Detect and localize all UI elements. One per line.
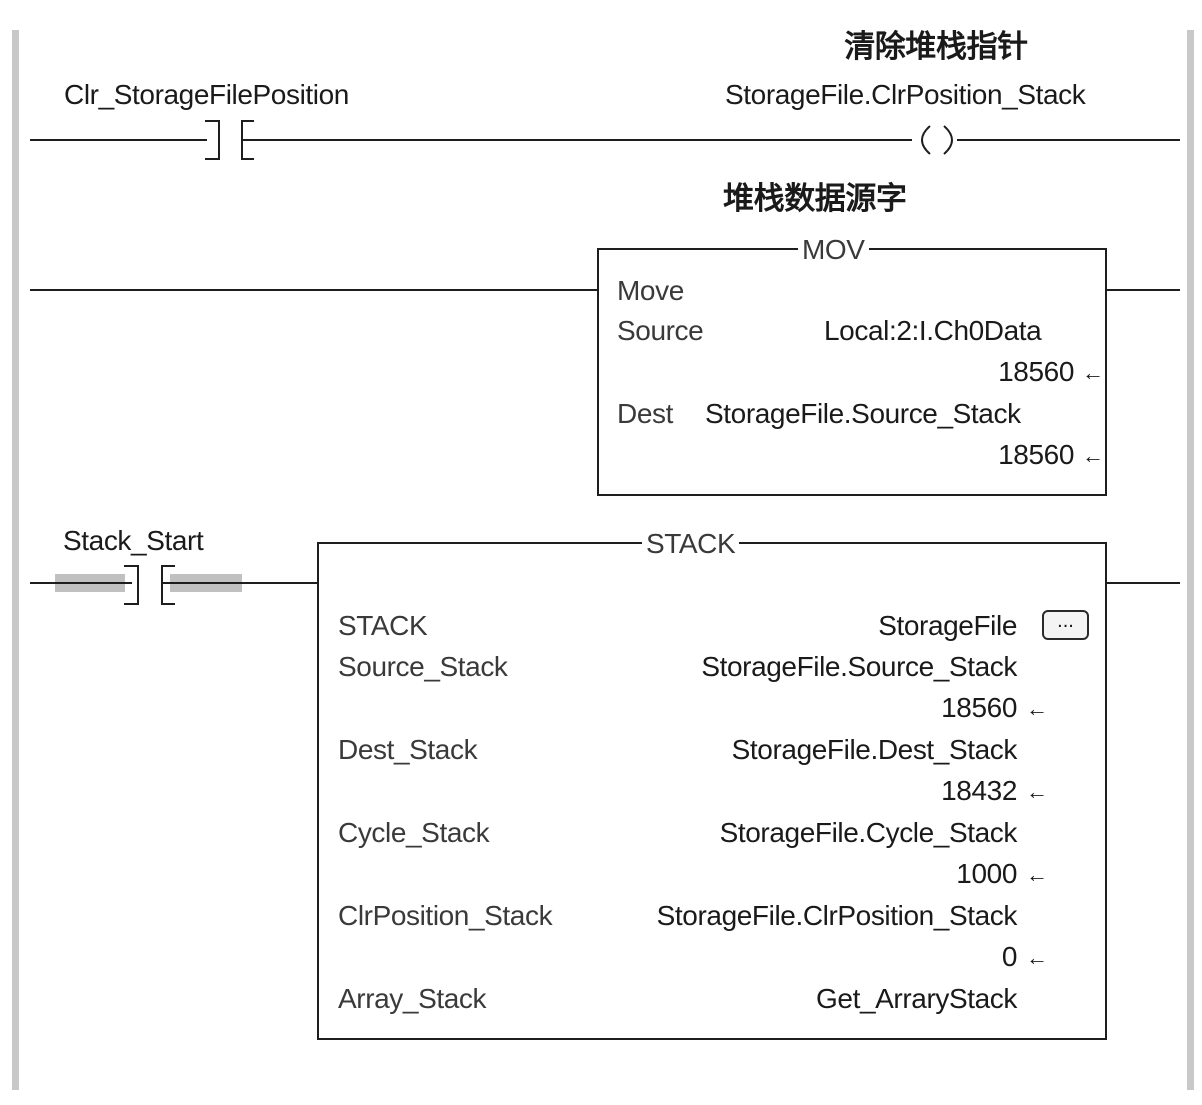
mov-source-arrow-icon: ← [1082, 360, 1104, 385]
source-stack-arrow-icon: ← [1026, 696, 1048, 721]
dest-stack-arrow-icon: ← [1026, 779, 1048, 804]
coil-tag-label[interactable]: StorageFile.ClrPosition_Stack [725, 79, 1086, 110]
mov-instruction-title: MOV [798, 236, 869, 264]
source-stack-tag[interactable]: StorageFile.Source_Stack [701, 651, 1017, 682]
stack-row-tag[interactable]: StorageFile [878, 610, 1017, 641]
contact-tag-label[interactable]: Stack_Start [63, 525, 204, 556]
ellipsis-button[interactable]: ... [1042, 610, 1089, 640]
source-stack-label: Source_Stack [338, 651, 508, 682]
rung-description: 堆栈数据源字 [723, 181, 907, 216]
rung-0 [30, 120, 1180, 160]
right-power-rail [1187, 30, 1194, 1090]
contact-tag-label[interactable]: Clr_StorageFilePosition [64, 79, 349, 110]
clrposition-stack-value: 0 [1001, 941, 1018, 972]
stack-instruction-title: STACK [642, 530, 740, 558]
mov-source-value: 18560 [998, 356, 1074, 387]
mov-source-tag[interactable]: Local:2:I.Ch0Data [824, 315, 1042, 346]
stack-instruction-box[interactable] [317, 542, 1107, 1040]
source-stack-value: 18560 [941, 692, 1017, 723]
mov-dest-arrow-icon: ← [1082, 443, 1104, 468]
array-stack-tag[interactable]: Get_ArraryStack [816, 983, 1017, 1014]
dest-stack-label: Dest_Stack [338, 734, 478, 765]
clrposition-stack-tag[interactable]: StorageFile.ClrPosition_Stack [656, 900, 1018, 931]
array-stack-label: Array_Stack [338, 983, 487, 1014]
dest-stack-value: 18432 [941, 775, 1017, 806]
coil-description: 清除堆栈指针 [844, 29, 1028, 64]
rung-2 [30, 542, 1180, 1040]
clrposition-stack-arrow-icon: ← [1026, 945, 1048, 970]
mov-dest-tag[interactable]: StorageFile.Source_Stack [705, 398, 1021, 429]
stack-row-label: STACK [338, 610, 428, 641]
xic-contact-stack-start[interactable] [124, 565, 175, 605]
mov-dest-value: 18560 [998, 439, 1074, 470]
cycle-stack-arrow-icon: ← [1026, 862, 1048, 887]
cycle-stack-value: 1000 [956, 858, 1017, 889]
dest-stack-tag[interactable]: StorageFile.Dest_Stack [731, 734, 1018, 765]
left-power-rail [12, 30, 19, 1090]
cycle-stack-tag[interactable]: StorageFile.Cycle_Stack [719, 817, 1018, 848]
mov-source-label: Source [617, 315, 704, 346]
mov-name-label: Move [617, 275, 684, 306]
mov-dest-label: Dest [617, 398, 673, 429]
ote-coil[interactable] [921, 125, 953, 155]
clrposition-stack-label: ClrPosition_Stack [338, 900, 553, 931]
cycle-stack-label: Cycle_Stack [338, 817, 490, 848]
